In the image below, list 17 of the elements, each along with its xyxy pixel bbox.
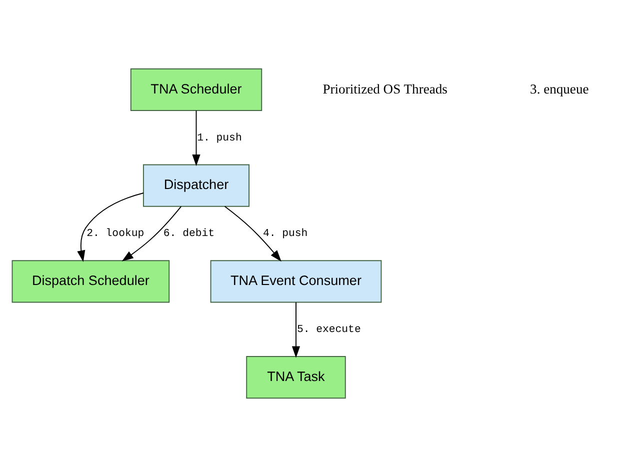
- node-box: Dispatch Scheduler: [12, 260, 170, 302]
- arrow: [292, 301, 300, 358]
- label: 3. enqueue: [530, 80, 589, 96]
- arrow: [224, 205, 282, 262]
- edge-label: 4. push: [262, 228, 308, 240]
- edge-label: 6. debit: [163, 228, 215, 240]
- arrow: [77, 192, 144, 262]
- node-box: TNA Task: [246, 356, 346, 398]
- label: Prioritized OS Threads: [322, 80, 448, 96]
- node-box: TNA Event Consumer: [210, 260, 382, 302]
- arrow: [122, 205, 182, 261]
- edge-label: 5. execute: [296, 324, 361, 336]
- node-box: TNA Scheduler: [130, 68, 262, 110]
- edge-label: 2. lookup: [86, 228, 144, 240]
- arrow: [192, 110, 200, 166]
- node-box: Dispatcher: [142, 164, 250, 206]
- edge-label: 1. push: [197, 132, 242, 144]
